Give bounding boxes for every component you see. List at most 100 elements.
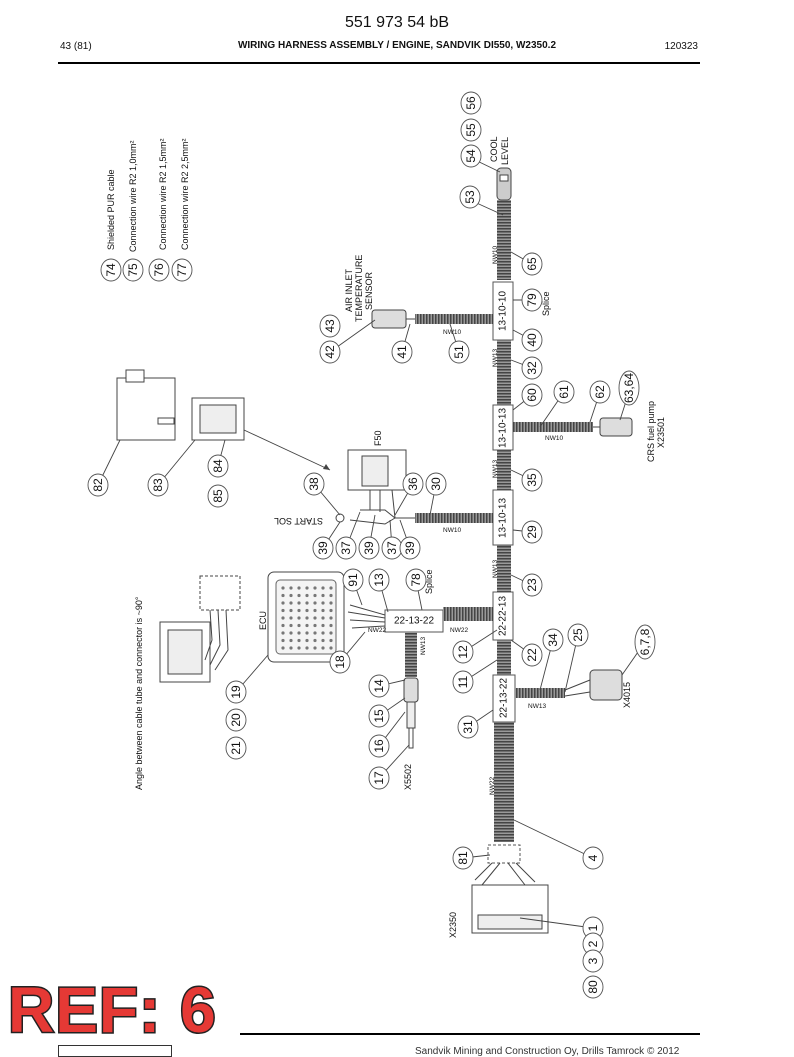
callout-84: 84 (207, 454, 229, 478)
callout-21: 21 (225, 736, 247, 760)
callout-19: 19 (225, 680, 247, 704)
ecu-pin (289, 586, 293, 590)
callout-12: 12 (452, 640, 474, 664)
ecu-pin (305, 638, 309, 643)
junction-j3: 13-10-13 (492, 489, 514, 546)
callout-22: 22 (521, 643, 543, 667)
callout-13: 13 (368, 568, 390, 592)
ecu-pin (297, 593, 301, 598)
ecu-pin (329, 631, 333, 635)
ecu-pin (281, 593, 285, 598)
legend: Shielded PUR cable Connection wire R2 1,… (106, 138, 190, 252)
nw-label: NW22 (368, 627, 386, 634)
ecu-pin (297, 601, 301, 605)
page-reference: 43 (81) (60, 41, 92, 52)
callout-15: 15 (368, 704, 390, 728)
ecu-pin (281, 608, 285, 613)
ecu-pin (313, 608, 317, 613)
ecu-label: ECU (258, 611, 268, 630)
nw-label: NW10 (443, 527, 461, 534)
callout-83: 83 (147, 473, 169, 497)
start-sol-label: START SOL (274, 516, 323, 526)
ecu-pin (313, 601, 317, 605)
callout-number: 36 (406, 477, 420, 491)
callout-number: 17 (372, 771, 386, 785)
nw-label: NW22 (450, 627, 468, 634)
callout-number: 79 (525, 293, 539, 307)
callout-77: 77 (171, 258, 193, 282)
callout-number: 35 (525, 473, 539, 487)
ecu-pin (321, 616, 325, 620)
nw-label: NW22 (489, 777, 496, 795)
callout-37: 37 (335, 536, 357, 560)
callout-number: 37 (385, 541, 399, 555)
callout-number: 55 (464, 123, 478, 137)
callout-3: 3 (582, 949, 604, 973)
nw-labels: NW10 NW10 NW13 NW10 NW13 NW10 NW13 NW22 … (368, 246, 563, 795)
nw-label: NW13 (492, 349, 499, 367)
ecu-pin (305, 616, 309, 620)
callout-number: 53 (463, 190, 477, 204)
callout-1: 1 (582, 916, 604, 940)
callout-51: 51 (448, 340, 470, 364)
callout-number: 83 (151, 478, 165, 492)
callout-23: 23 (521, 573, 543, 597)
junction-label: 13-10-10 (498, 291, 509, 331)
callout-number: 18 (333, 655, 347, 669)
callout-65: 65 (521, 252, 543, 276)
callout-79: 79 (521, 288, 543, 312)
ecu-pin (289, 601, 293, 605)
callout-36: 36 (402, 472, 424, 496)
branch-crs-fuel-pump (513, 417, 633, 437)
ecu-pin (313, 638, 317, 643)
callout-number: 63,64 (622, 373, 636, 403)
callout-75: 75 (122, 258, 144, 282)
callout-11: 11 (452, 670, 474, 694)
cool-level-label: COOL (489, 136, 499, 162)
callout-number: 54 (464, 149, 478, 163)
callout-number: 1 (586, 924, 600, 931)
ecu-pin (313, 593, 317, 598)
ecu-pin (313, 646, 317, 650)
callout-35: 35 (521, 468, 543, 492)
callout-34: 34 (542, 628, 564, 652)
callout-number: 75 (126, 263, 140, 277)
callout-39: 39 (399, 536, 421, 560)
ref-stamp: REF: 6 (7, 974, 218, 1046)
document-title: WIRING HARNESS ASSEMBLY / ENGINE, SANDVI… (237, 40, 557, 51)
ecu-pin (289, 608, 293, 613)
ecu-pin (321, 631, 325, 635)
ecu-pin (329, 601, 333, 605)
legend-text: Connection wire R2 2,5mm² (180, 138, 190, 250)
callout-number: 3 (586, 957, 600, 964)
ecu-pin (297, 608, 301, 613)
callout-number: 6,7,8 (638, 628, 652, 655)
callout-60: 60 (521, 383, 543, 407)
branch-start-sol (335, 509, 493, 525)
ecu-pin (281, 601, 285, 605)
callout-61: 61 (553, 380, 575, 404)
junction-j6: 22-13-22 (384, 609, 444, 633)
callout-number: 19 (229, 685, 243, 699)
callout-number: 81 (456, 851, 470, 865)
ecu-pin (305, 646, 309, 650)
ecu-pin (289, 631, 293, 635)
ecu-pin (321, 638, 325, 643)
ecu-pin (305, 608, 309, 613)
ecu-pin (281, 638, 285, 643)
ecu-pin (297, 638, 301, 643)
ecu-pin (281, 616, 285, 620)
x5502-label: X5502 (403, 764, 413, 790)
document-date: 120323 (664, 41, 698, 52)
callout-80: 80 (582, 975, 604, 999)
callout-31: 31 (457, 715, 479, 739)
callout-number: 31 (461, 720, 475, 734)
branch-air-inlet (371, 309, 493, 329)
callout-number: 39 (362, 541, 376, 555)
callout-number: 38 (307, 477, 321, 491)
header-rule (58, 62, 700, 64)
callout-number: 25 (571, 628, 585, 642)
junction-j1: 13-10-10 (492, 281, 514, 341)
callout-number: 82 (91, 478, 105, 492)
